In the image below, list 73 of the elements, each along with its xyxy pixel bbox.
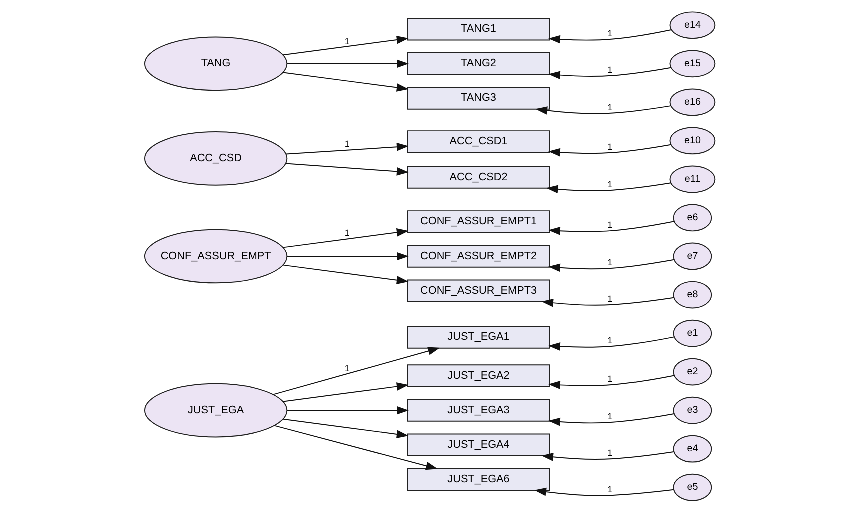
arrow: [534, 488, 674, 496]
arrow: [541, 297, 674, 308]
node-box: CONF_ASSUR_EMPT1: [406, 210, 550, 234]
node-box: TANG2: [406, 52, 550, 76]
edge-label: 1: [607, 374, 612, 384]
edge-label: 1: [607, 220, 612, 230]
arrow: [546, 182, 672, 194]
arrow: [548, 259, 674, 272]
node-ellipse: e11: [669, 166, 716, 194]
edge-label: 1: [344, 228, 350, 238]
node-ellipse: e1: [672, 320, 712, 348]
edge-label: 1: [607, 28, 612, 38]
arrow: [282, 72, 408, 92]
edge-label: 1: [607, 484, 612, 495]
node-box: JUST_EGA1: [406, 326, 550, 349]
node-box: TANG1: [406, 18, 550, 41]
arrow: [285, 143, 408, 155]
edge-label: 1: [607, 258, 612, 268]
arrow: [541, 451, 674, 462]
node-ellipse: e7: [672, 242, 712, 270]
edge-label: 1: [607, 336, 612, 346]
node-ellipse: ACC_CSD: [144, 132, 288, 186]
node-ellipse: e14: [669, 12, 716, 40]
node-ellipse: CONF_ASSUR_EMPT: [144, 229, 288, 284]
arrow: [548, 413, 674, 426]
node-box: TANG3: [406, 87, 550, 110]
edge-label: 1: [607, 102, 612, 113]
node-ellipse: e10: [669, 127, 716, 155]
node-box: JUST_EGA3: [406, 399, 550, 422]
arrow: [548, 336, 674, 351]
node-ellipse: e16: [669, 88, 716, 116]
arrow: [286, 60, 408, 68]
node-ellipse: TANG: [144, 36, 288, 92]
edge-label: 1: [344, 363, 350, 374]
edge-label: 1: [607, 142, 612, 152]
arrow: [548, 375, 674, 390]
arrow: [282, 418, 408, 439]
node-ellipse: e8: [672, 281, 712, 309]
arrow: [286, 406, 408, 415]
arrow: [274, 425, 438, 470]
node-box: CONF_ASSUR_EMPT2: [406, 245, 550, 268]
node-ellipse: e4: [672, 435, 712, 463]
arrow: [535, 106, 672, 115]
arrow: [272, 347, 440, 396]
node-box: ACC_CSD1: [406, 130, 550, 154]
arrow: [282, 228, 408, 248]
node-box: JUST_EGA6: [406, 468, 550, 492]
node-ellipse: e6: [672, 204, 712, 232]
edge-label: 1: [607, 64, 612, 75]
arrow: [282, 36, 408, 56]
arrow: [548, 67, 672, 80]
node-ellipse: JUST_EGA: [144, 383, 288, 438]
node-ellipse: e5: [672, 474, 712, 502]
arrow: [548, 221, 674, 236]
arrow: [282, 382, 408, 402]
arrow: [548, 144, 672, 157]
edge-label: 1: [344, 36, 350, 46]
edge-label: 1: [607, 412, 612, 422]
node-ellipse: e2: [672, 358, 712, 386]
node-ellipse: e3: [672, 396, 712, 424]
node-box: ACC_CSD2: [406, 166, 550, 189]
node-box: JUST_EGA4: [406, 434, 550, 456]
arrow: [548, 29, 672, 44]
arrow: [282, 264, 408, 284]
node-box: JUST_EGA2: [406, 364, 550, 388]
edge-label: 1: [607, 448, 612, 458]
edge-label: 1: [607, 294, 612, 304]
edge-label: 1: [607, 180, 612, 190]
arrow: [285, 163, 408, 176]
node-ellipse: e15: [669, 50, 716, 78]
edge-label: 1: [344, 139, 350, 150]
node-box: CONF_ASSUR_EMPT3: [406, 280, 550, 302]
arrow: [286, 252, 408, 261]
